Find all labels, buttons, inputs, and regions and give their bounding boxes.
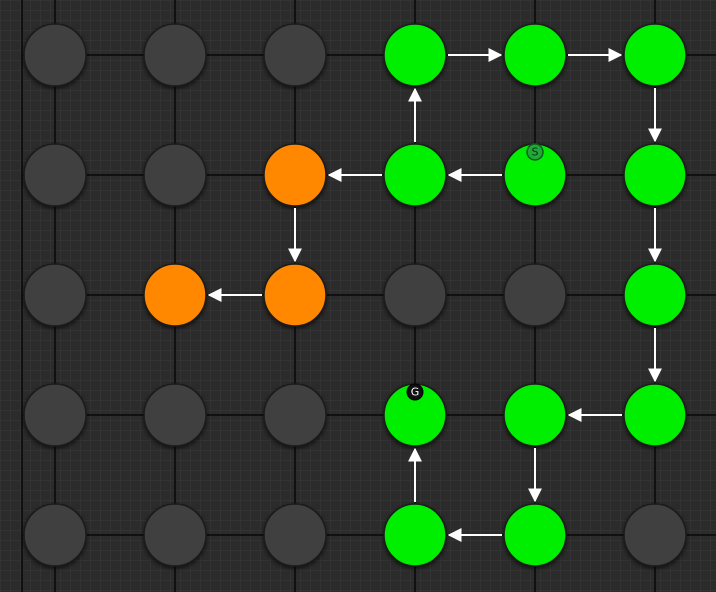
grid-node-empty[interactable] (263, 503, 327, 567)
start-marker-label: S (532, 146, 539, 159)
grid-node-visited[interactable] (263, 263, 327, 327)
grid-node-path[interactable] (383, 143, 447, 207)
grid-node-empty[interactable] (143, 503, 207, 567)
grid-node-path[interactable] (623, 263, 687, 327)
grid-node-empty[interactable] (23, 383, 87, 447)
grid-node-empty[interactable] (23, 503, 87, 567)
grid-node-empty[interactable] (143, 143, 207, 207)
grid-node-empty[interactable] (623, 503, 687, 567)
grid-node-empty[interactable] (23, 263, 87, 327)
grid-node-empty[interactable] (383, 263, 447, 327)
grid-node-empty[interactable] (143, 23, 207, 87)
grid-node-path[interactable] (383, 503, 447, 567)
grid-node-path[interactable] (503, 503, 567, 567)
grid-node-path[interactable] (623, 23, 687, 87)
grid-node-visited[interactable] (143, 263, 207, 327)
grid-node-empty[interactable] (263, 23, 327, 87)
grid-node-path[interactable] (383, 23, 447, 87)
goal-marker-label: G (411, 386, 420, 399)
grid-node-empty[interactable] (263, 383, 327, 447)
start-marker: S (526, 143, 544, 161)
grid-node-path[interactable] (623, 143, 687, 207)
grid-node-path[interactable] (503, 383, 567, 447)
grid-node-empty[interactable] (23, 23, 87, 87)
grid-node-empty[interactable] (23, 143, 87, 207)
grid-node-path[interactable] (503, 23, 567, 87)
grid-node-path[interactable] (623, 383, 687, 447)
goal-marker: G (406, 383, 424, 401)
grid-node-visited[interactable] (263, 143, 327, 207)
grid-node-empty[interactable] (143, 383, 207, 447)
grid-node-empty[interactable] (503, 263, 567, 327)
